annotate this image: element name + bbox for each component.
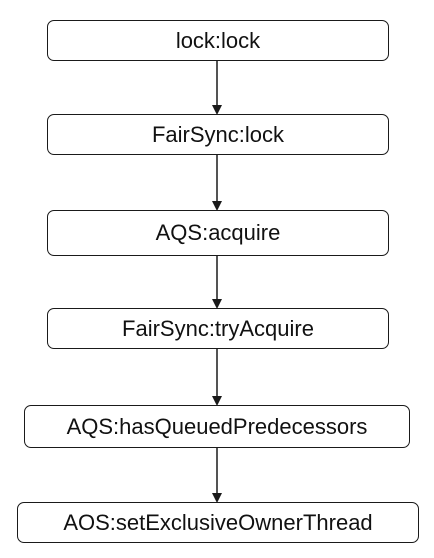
node-aos-setexclusiveownerthread: AOS:setExclusiveOwnerThread <box>17 502 419 543</box>
node-lock-lock: lock:lock <box>47 20 389 61</box>
node-aqs-acquire: AQS:acquire <box>47 210 389 256</box>
node-fairsync-tryacquire: FairSync:tryAcquire <box>47 308 389 349</box>
node-fairsync-lock: FairSync:lock <box>47 114 389 155</box>
node-aqs-hasqueuedpredecessors: AQS:hasQueuedPredecessors <box>24 405 410 448</box>
